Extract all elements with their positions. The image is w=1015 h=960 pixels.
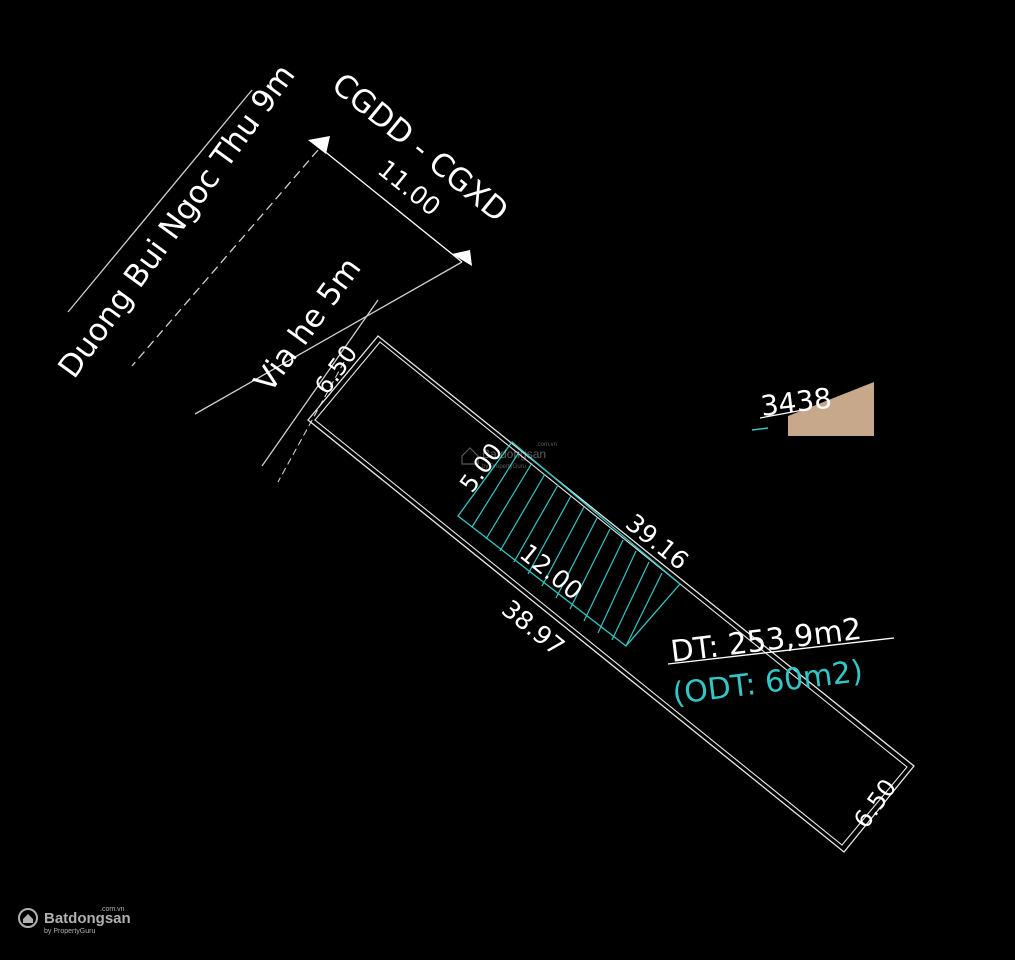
sidewalk-line (261, 299, 379, 467)
sidewalk-label: Via he 5m (247, 251, 368, 399)
center-watermark-domain: .com.vn (536, 442, 557, 448)
dimension-arrow-icon (308, 136, 330, 154)
road-centre-dash (131, 149, 319, 367)
building-footprint-hatch (457, 441, 681, 647)
center-watermark: Batdongsan .com.vn by PropertyGuru (461, 442, 557, 470)
corner-watermark: Batdongsan .com.vn by PropertyGuru (18, 906, 131, 935)
side-bottom-label: 38.97 (496, 594, 570, 662)
corner-watermark-byline: by PropertyGuru (44, 928, 95, 935)
watermark-logo-icon (461, 447, 479, 465)
dimension-arrow-icon (452, 250, 472, 266)
setback-line (194, 261, 463, 415)
plot-outline-inner (314, 341, 908, 846)
plot-outline (307, 335, 915, 853)
area-underline (667, 637, 895, 665)
road-edge-line (67, 89, 253, 313)
neighbor-tick (751, 427, 769, 431)
setback-dimension-line (317, 145, 463, 263)
corner-watermark-domain: .com.vn (100, 906, 125, 913)
center-watermark-byline: by PropertyGuru (482, 464, 526, 470)
center-watermark-brand: Batdongsan (482, 447, 546, 461)
front-width-label: 6.50 (309, 340, 363, 400)
watermark-logo-icon (18, 908, 38, 928)
neighbor-parcel-shape (788, 382, 874, 436)
road-name-label: Duong Bui Ngoc Thu 9m (51, 58, 302, 385)
corner-watermark-brand: Batdongsan (44, 910, 131, 927)
